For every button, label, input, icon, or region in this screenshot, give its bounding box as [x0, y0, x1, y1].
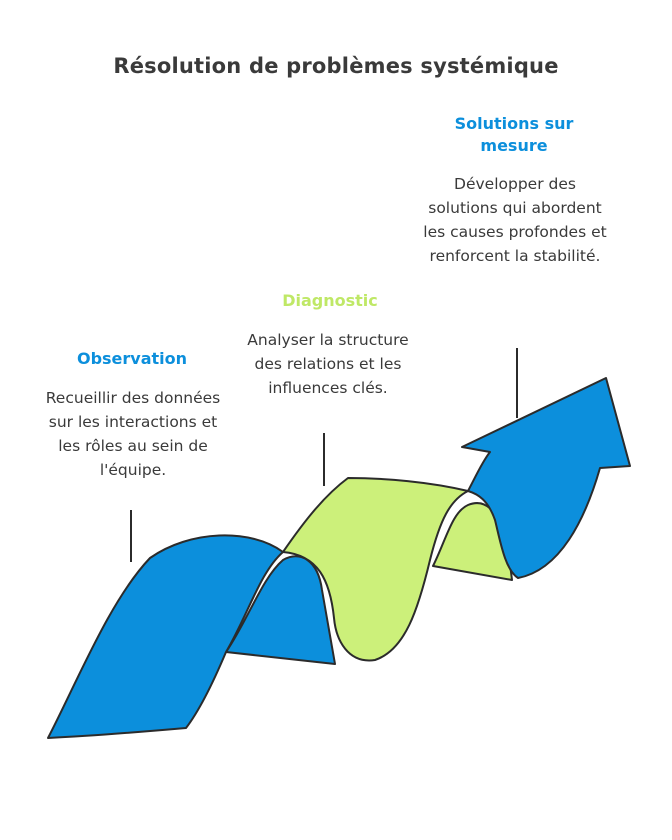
ribbon-segment-solutions[interactable]	[461, 377, 631, 579]
step-description-diagnostic: Analyser la structure des relations et l…	[247, 331, 409, 397]
page-title: Résolution de problèmes systémique	[113, 54, 559, 78]
ribbon-segment-diagnostic[interactable]	[282, 477, 469, 662]
ribbon-underside-2	[432, 502, 513, 581]
step-title-observation: Observation	[76, 349, 188, 368]
step-title-solutions: Solutions sur mesure	[454, 114, 574, 155]
step-title-diagnostic: Diagnostic	[282, 291, 378, 310]
step-description-solutions: Développer des solutions qui abordent le…	[423, 175, 607, 265]
step-description-observation: Recueillir des données sur les interacti…	[45, 389, 221, 479]
ribbon-segment-observation[interactable]	[47, 534, 284, 739]
